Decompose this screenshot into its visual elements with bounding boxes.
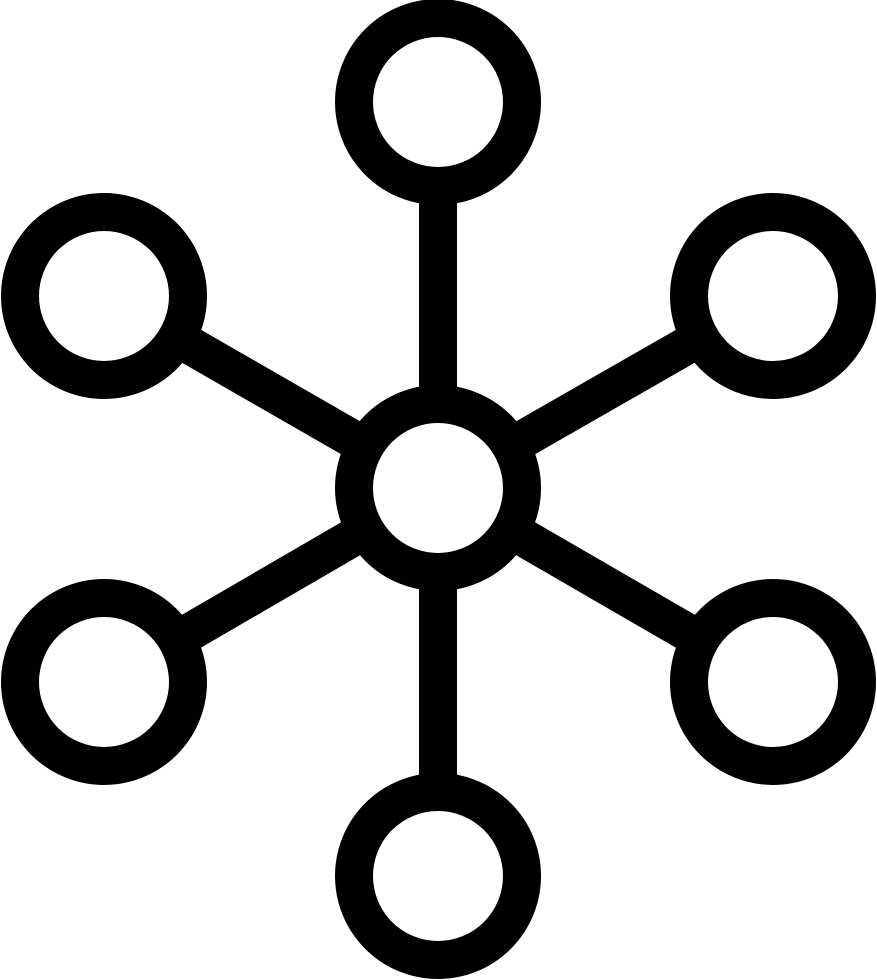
satellite-node-top xyxy=(335,0,541,205)
satellite-node-lower-left xyxy=(1,579,207,785)
satellite-node-upper-left xyxy=(1,193,207,399)
satellite-node-bottom xyxy=(335,773,541,979)
satellite-node-lower-right xyxy=(670,579,876,785)
hub-node xyxy=(335,385,541,591)
satellite-node-upper-right xyxy=(670,193,876,399)
